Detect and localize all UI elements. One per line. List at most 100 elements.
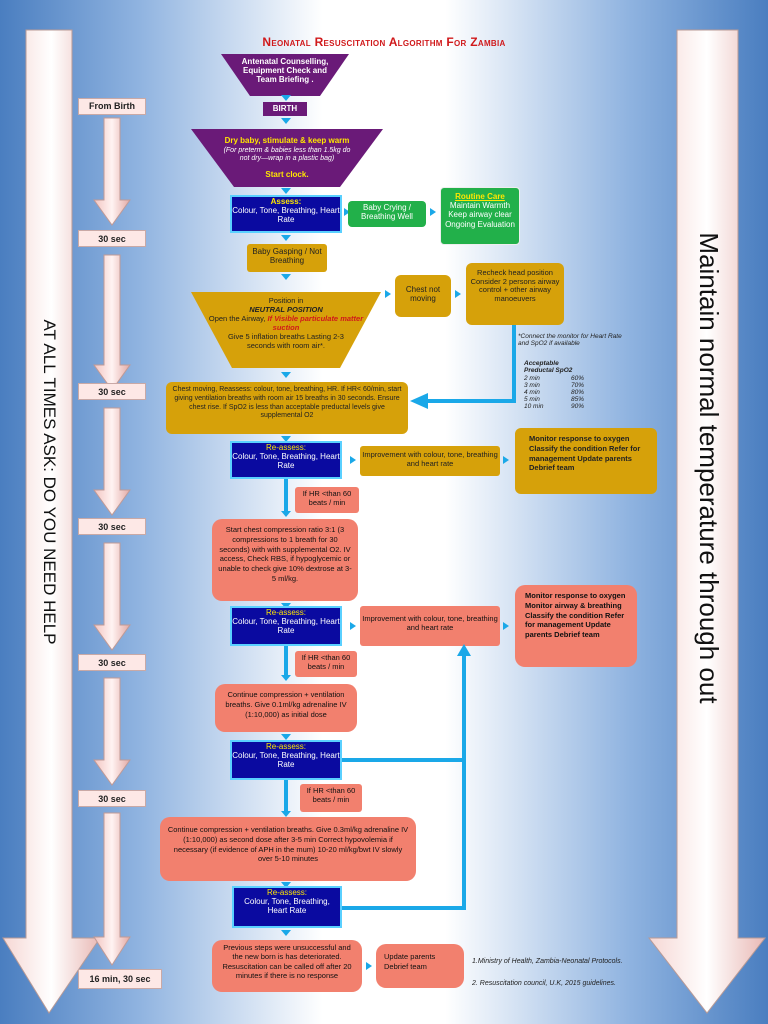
position-neutral: NEUTRAL POSITION (249, 305, 323, 314)
arrow-right-icon (455, 290, 461, 298)
right-arrow-banner (647, 29, 767, 1014)
hr-60-box-3: If HR <than 60 beats / min (300, 784, 362, 812)
arrow-down-icon (281, 930, 291, 936)
page-title: Neonatal Resuscitation Algorithm For Zam… (262, 35, 506, 49)
arrow-down-icon (281, 274, 291, 280)
improvement-box-1: Improvement with colour, tone, breathing… (360, 446, 500, 476)
flow-line (284, 646, 288, 676)
dry-baby-shape (191, 129, 383, 187)
dry-baby-title: Dry baby, stimulate & keep warm (224, 136, 350, 145)
arrow-down-icon (281, 882, 291, 888)
final-box: Previous steps were unsuccessful and the… (212, 940, 362, 992)
monitor-box-1: Monitor response to oxygen Classify the … (515, 428, 657, 494)
reassess-box-1: Re-assess: Colour, Tone, Breathing, Hear… (230, 441, 342, 479)
chest-moving-box: Chest moving, Reassess: colour, tone, br… (166, 382, 408, 434)
assess-body: Colour, Tone, Breathing, Heart Rate (232, 206, 340, 225)
connector-line (342, 758, 466, 762)
continue-box-1: Continue compression + ventilation breat… (215, 684, 357, 732)
arrow-down-icon (281, 372, 291, 378)
position-box: Position in NEUTRAL POSITION Open the Ai… (208, 296, 364, 350)
recheck-box: Recheck head position Consider 2 persons… (466, 263, 564, 325)
arrow-right-icon (350, 456, 356, 464)
routine-care-body: Maintain Warmth Keep airway clear Ongoin… (445, 201, 515, 229)
improvement-box-2: Improvement with colour, tone, breathing… (360, 606, 500, 646)
arrow-down-icon (281, 675, 291, 681)
time-30sec-5: 30 sec (78, 790, 146, 807)
reassess-title: Re-assess: (265, 443, 306, 452)
assess-box: Assess: Colour, Tone, Breathing, Heart R… (230, 195, 342, 233)
compression-box: Start chest compression ratio 3:1 (3 com… (212, 519, 358, 601)
open-airway: Open the Airway, (208, 314, 266, 323)
connector-line (462, 652, 466, 910)
antenatal-shape (221, 54, 349, 96)
arrow-right-icon (503, 622, 509, 630)
hr-60-box-1: If HR <than 60 beats / min (295, 487, 359, 513)
arrow-down-icon (281, 188, 291, 194)
left-arrow-banner (2, 29, 101, 1014)
arrow-down-icon (281, 95, 291, 101)
position-shape (191, 292, 381, 368)
time-30sec-1: 30 sec (78, 230, 146, 247)
arrow-right-icon (350, 622, 356, 630)
arrow-right-icon (503, 456, 509, 464)
reassess-title: Re-assess: (265, 608, 306, 617)
flow-line (284, 479, 288, 513)
arrow-right-icon (430, 208, 436, 216)
open-airway-suction: If Visible particulate matter suction (267, 314, 364, 332)
chest-not-moving-box: Chest not moving (395, 275, 451, 317)
dry-baby-clock: Start clock. (265, 170, 309, 179)
flow-line (284, 780, 288, 812)
time-final: 16 min, 30 sec (78, 969, 162, 989)
feedback-line (512, 325, 516, 403)
time-30sec-4: 30 sec (78, 654, 146, 671)
feedback-line (426, 399, 516, 403)
reference-1: 1.Ministry of Health, Zambia-Neonatal Pr… (472, 958, 623, 965)
arrow-down-icon (281, 511, 291, 517)
arrow-down-icon (281, 734, 291, 740)
arrow-right-icon (344, 208, 350, 216)
position-title: Position in (268, 296, 304, 305)
reassess-box-4: Re-assess: Colour, Tone, Breathing, Hear… (232, 886, 342, 928)
reassess-body: Colour, Tone, Breathing, Heart Rate (232, 452, 340, 471)
arrow-up-icon (457, 644, 471, 656)
left-banner-text: AT ALL TIMES ASK: DO YOU NEED HELP (40, 319, 59, 645)
reassess-body: Colour, Tone, Breathing, Heart Rate (244, 897, 330, 916)
arrow-right-icon (366, 962, 372, 970)
arrow-down-icon (281, 436, 291, 442)
monitor-box-2: Monitor response to oxygen Monitor airwa… (515, 585, 637, 667)
timeline-arrows (93, 117, 131, 966)
right-banner-text: Maintain normal temperature through out (694, 232, 724, 704)
continue-box-2: Continue compression + ventilation breat… (160, 817, 416, 881)
reassess-title: Re-assess: (265, 742, 306, 751)
baby-crying-box: Baby Crying / Breathing Well (348, 201, 426, 227)
reassess-body: Colour, Tone, Breathing, Heart Rate (232, 617, 340, 636)
birth-box: BIRTH (263, 102, 307, 116)
inflation-breaths: Give 5 inflation breaths Lasting 2-3 sec… (228, 332, 344, 350)
routine-care-box: Routine Care Maintain Warmth Keep airway… (440, 187, 520, 245)
routine-care-title: Routine Care (455, 192, 505, 201)
reassess-box-3: Re-assess: Colour, Tone, Breathing, Hear… (230, 740, 342, 780)
reassess-box-2: Re-assess: Colour, Tone, Breathing, Hear… (230, 606, 342, 646)
arrow-down-icon (281, 811, 291, 817)
update-parents-box: Update parents Debrief team (376, 944, 464, 988)
arrow-down-icon (281, 235, 291, 241)
connector-line (342, 906, 466, 910)
gasping-box: Baby Gasping / Not Breathing (247, 244, 327, 272)
spo2-title: Acceptable Preductal SpO2 (524, 360, 573, 375)
time-30sec-3: 30 sec (78, 518, 146, 535)
dry-baby-note: (For preterm & babies less than 1.5kg do… (223, 147, 351, 163)
reassess-body: Colour, Tone, Breathing, Heart Rate (232, 751, 340, 770)
time-30sec-2: 30 sec (78, 383, 146, 400)
arrow-down-icon (281, 118, 291, 124)
monitor-note: *Connect the monitor for Heart Rate and … (518, 333, 622, 348)
arrow-right-icon (385, 290, 391, 298)
antenatal-box: Antenatal Counselling, Equipment Check a… (241, 57, 329, 85)
time-from-birth: From Birth (78, 98, 146, 115)
reference-2: 2. Resuscitation council, U.K, 2015 guid… (472, 980, 616, 987)
